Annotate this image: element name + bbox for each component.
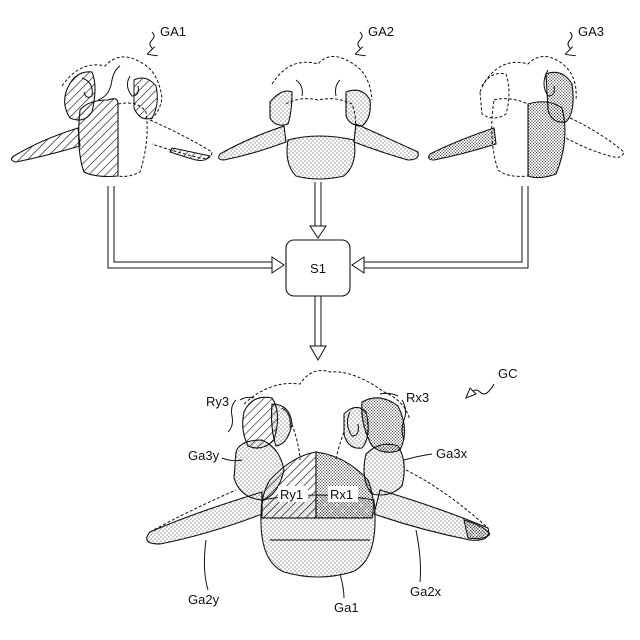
arrow-down-head	[310, 346, 326, 360]
label-ga1: GA1	[148, 24, 186, 54]
gc-left-wing	[147, 492, 262, 544]
ga1-right-wing-tip	[170, 148, 210, 161]
ga2-lower-body	[287, 136, 355, 179]
rx1-label: Rx1	[330, 487, 353, 502]
view-ga1	[11, 57, 212, 177]
ga2-left-wing	[219, 126, 286, 160]
arrow-center-head	[310, 226, 326, 238]
ga1-left-wing	[11, 128, 80, 162]
gc-left-ear-inner	[272, 404, 293, 446]
ga3x-label: Ga3x	[436, 446, 468, 461]
ga2-right-wing	[354, 124, 418, 160]
view-ga2	[219, 56, 419, 179]
composite-gc	[147, 371, 490, 578]
ga2-left-shoulder	[270, 91, 292, 125]
arrow-right-head	[352, 257, 364, 273]
ga1-left-ear	[65, 72, 95, 120]
ga1-label: GA1	[160, 24, 186, 39]
label-ga3: GA3	[566, 24, 604, 54]
process-box-s1: S1	[286, 240, 350, 296]
arrow-left-head	[272, 257, 284, 273]
ry1-label: Ry1	[280, 487, 303, 502]
view-ga3	[429, 56, 624, 177]
gc-right-ear-inner	[344, 407, 368, 448]
ga2x-label: Ga2x	[410, 584, 442, 599]
ga3-label: GA3	[578, 24, 604, 39]
ga1-region-label: Ga1	[334, 600, 359, 615]
ga3-right-ear	[546, 72, 573, 122]
label-ga2: GA2	[356, 24, 394, 54]
ga2-right-shoulder	[346, 90, 370, 126]
ga3y-label: Ga3y	[188, 448, 220, 463]
label-gc: GC	[466, 366, 518, 398]
ga1-right-ear	[134, 78, 157, 119]
ga3-left-wing	[429, 128, 496, 160]
ry3-label: Ry3	[206, 394, 229, 409]
rx3-label: Rx3	[406, 390, 429, 405]
ga2y-label: Ga2y	[188, 592, 220, 607]
s1-label: S1	[310, 261, 326, 276]
ga2-label: GA2	[368, 24, 394, 39]
gc-label: GC	[498, 366, 518, 381]
